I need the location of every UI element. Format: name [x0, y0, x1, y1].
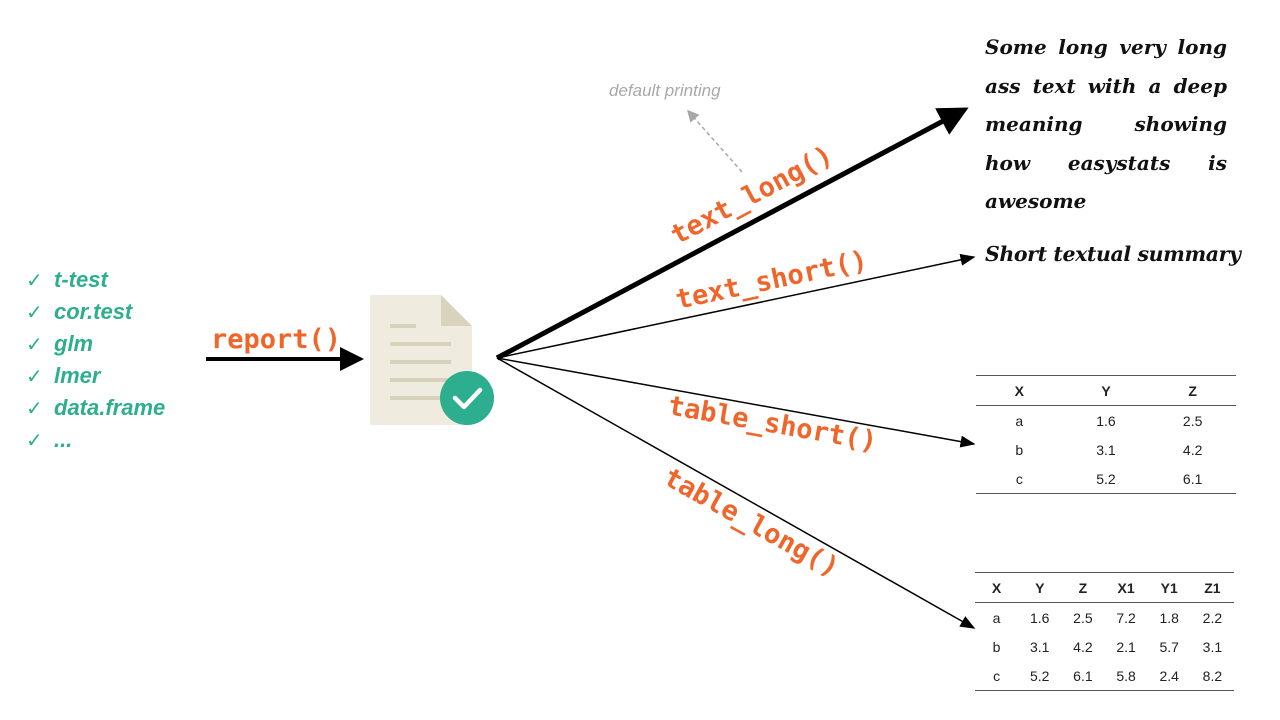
input-item: ✓... [26, 424, 165, 456]
input-item-label: glm [54, 331, 94, 356]
table-header-cell: Z1 [1190, 572, 1234, 603]
table-short-label: table_short() [666, 390, 880, 457]
short-table: X Y Z a 1.6 2.5 b 3.1 4.2 c 5.2 6.1 [976, 375, 1236, 494]
table-row: c 5.2 6.1 [976, 464, 1236, 494]
text-long-label: text_long() [666, 140, 838, 251]
table-cell: 1.6 [1096, 412, 1116, 429]
table-cell: 3.1 [1202, 638, 1223, 655]
table-cell: 6.1 [1149, 464, 1236, 494]
table-header-cell: X1 [1104, 572, 1148, 603]
table-header-cell: Y1 [1147, 572, 1191, 603]
table-cell: b [1015, 441, 1024, 458]
table-cell: 6.1 [1061, 661, 1105, 691]
table-cell: b [992, 638, 1001, 655]
table-cell: 4.2 [1073, 638, 1093, 655]
input-item-label: t-test [54, 267, 108, 292]
input-item-label: cor.test [54, 299, 133, 324]
table-row: c 5.2 6.1 5.8 2.4 8.2 [975, 661, 1234, 691]
table-row: a 1.6 2.5 7.2 1.8 2.2 [975, 603, 1234, 633]
check-icon: ✓ [26, 302, 43, 324]
supported-inputs-list: ✓ t-test ✓ cor.test ✓ glm ✓ lmer ✓ data.frame… [26, 264, 165, 456]
table-cell: 4.2 [1182, 441, 1203, 458]
table-header-cell: Z [1061, 572, 1105, 603]
table-header-cell: Z [1149, 375, 1236, 406]
input-item-label: lmer [54, 363, 101, 388]
table-header-row: X Y Z [976, 375, 1236, 406]
text-short-arrow [496, 253, 976, 359]
table-cell: a [1015, 412, 1024, 429]
default-printing-label: default printing [609, 81, 721, 100]
check-icon: ✓ [26, 398, 43, 420]
text-short-label: text_short() [673, 245, 870, 316]
table-cell: 2.5 [1182, 412, 1203, 429]
table-long-arrow [496, 357, 976, 629]
table-header-cell: X [976, 375, 1063, 406]
input-item-label: data.frame [54, 395, 166, 420]
table-short-arrow [496, 357, 976, 448]
report-label: report() [211, 324, 341, 355]
table-cell: 3.1 [1096, 441, 1116, 458]
table-cell: 1.8 [1159, 609, 1179, 626]
input-item: ✓ lmer [26, 360, 165, 392]
table-row: a 1.6 2.5 [976, 406, 1236, 436]
table-row: b 3.1 4.2 [976, 435, 1236, 464]
text-long-arrow [495, 107, 969, 361]
input-item: ✓ t-test [26, 264, 165, 296]
table-cell: 7.2 [1116, 609, 1136, 626]
table-cell: 5.7 [1159, 638, 1179, 655]
table-cell: a [992, 609, 1001, 626]
short-text-output: Short textual summary [985, 242, 1241, 266]
long-text-output: Some long very long ass text with a deep… [985, 35, 1227, 213]
table-header-cell: Y [1062, 375, 1150, 406]
table-row: b 3.1 4.2 2.1 5.7 3.1 [975, 632, 1234, 661]
input-item: ✓ cor.test [26, 296, 165, 328]
table-header-row: X Y Z X1 Y1 Z1 [975, 572, 1234, 603]
checkmark-badge-icon [440, 371, 494, 425]
table-header-cell: Y [1018, 572, 1062, 603]
table-cell: c [975, 661, 1019, 691]
input-item: ✓ glm [26, 328, 165, 360]
table-cell: 2.5 [1073, 609, 1093, 626]
table-cell: 5.2 [1062, 464, 1150, 494]
table-cell: 3.1 [1030, 638, 1050, 655]
table-header-cell: X [975, 572, 1019, 603]
check-icon: ✓ [26, 334, 43, 356]
table-cell: c [976, 464, 1063, 494]
table-cell: 5.2 [1018, 661, 1062, 691]
table-cell: 8.2 [1190, 661, 1234, 691]
input-item: ✓ data.frame [26, 392, 165, 424]
input-item-label: ... [54, 427, 73, 452]
check-icon: ✓ [26, 430, 43, 452]
table-cell: 1.6 [1030, 609, 1050, 626]
table-cell: 2.4 [1147, 661, 1191, 691]
long-table: X Y Z X1 Y1 Z1 a 1.6 2.5 7.2 1.8 2.2 b 3… [975, 572, 1234, 691]
check-icon: ✓ [26, 366, 43, 388]
default-printing-arrow [687, 109, 743, 173]
table-cell: 2.1 [1116, 638, 1136, 655]
table-cell: 5.8 [1104, 661, 1148, 691]
table-long-label: table_long() [659, 462, 845, 584]
table-cell: 2.2 [1202, 609, 1223, 626]
check-icon: ✓ [26, 270, 43, 292]
